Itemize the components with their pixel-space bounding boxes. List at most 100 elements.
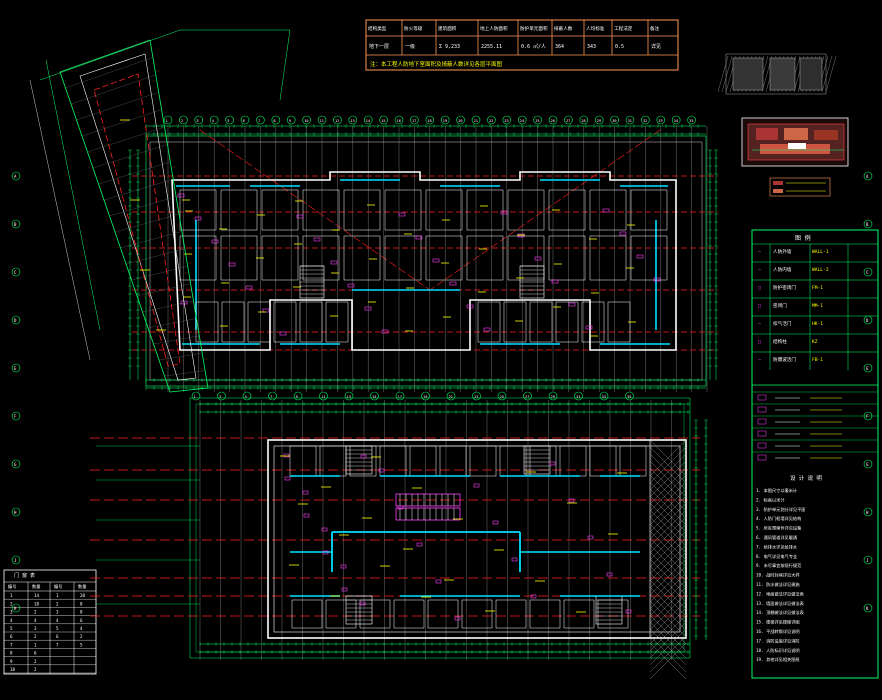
axis-bubble-left (11, 507, 21, 517)
axis-bubble-left (11, 315, 21, 325)
axis-number-top: 33 (658, 119, 662, 123)
legend-code: FB-1 (812, 357, 823, 363)
axis-number-top: 16 (397, 119, 401, 123)
bottom-table-cell: 1 (56, 593, 59, 598)
axis-bubble-top (625, 115, 635, 125)
axis-number-mid: 13 (347, 395, 351, 399)
upper-floor-plan (128, 124, 718, 392)
axis-bubble-top (302, 115, 311, 125)
legend-symbol: — (758, 267, 762, 273)
summary-value-cell: 一级 (405, 43, 415, 50)
axis-number-top: 7 (258, 119, 260, 123)
note-line: 12. 地面做法详见做法表 (756, 590, 805, 597)
note-line: 15. 楼梯详见楼梯详图 (756, 619, 800, 626)
bottom-table-title: 门 窗 表 (14, 572, 35, 579)
axis-number-top: 31 (628, 119, 632, 123)
axis-number-top: 5 (227, 119, 229, 123)
axis-number-top: 2 (181, 119, 183, 123)
axis-number-mid: 11 (321, 395, 325, 399)
note-line: 9. 未尽事宜按现行规范 (756, 562, 801, 569)
summary-value-cell: 0.5 (615, 44, 624, 50)
summary-table: 结构类型防火等级建筑面积地上人防面积防护单元面积掎蔽人数人均标准工程法定备注 地… (365, 19, 679, 71)
axis-number-top: 26 (551, 119, 555, 123)
legend-symbol: □ (758, 339, 761, 345)
legend-label: 结构柱 (773, 338, 787, 345)
key-plan-hatch (717, 53, 837, 95)
axis-bubble-mid (497, 391, 507, 401)
legend-label: 人防内墙 (773, 266, 792, 273)
tilted-building-plan (29, 29, 291, 393)
note-line: 19. 其他详见相关图纸 (756, 656, 800, 663)
legend-symbol: — (758, 321, 762, 327)
axis-letter-left: F (14, 414, 17, 419)
legend-title: 图 例 (795, 234, 811, 242)
axis-bubble-mid (472, 391, 481, 401)
axis-bubble-top (209, 115, 219, 125)
axis-number-top: 13 (350, 119, 354, 123)
axis-letter-right: G (866, 462, 869, 467)
axis-bubble-mid (523, 391, 532, 401)
notes-title: 设 计 说 明 (790, 474, 822, 482)
note-line: 13. 墙面做法详见做法表 (756, 600, 805, 607)
note-line: 11. 防水做法详见建施 (756, 581, 800, 588)
axis-number-top: 21 (474, 119, 478, 123)
summary-header-cell: 备注 (650, 25, 660, 32)
legend-label: 防爆波活门 (773, 356, 796, 363)
axis-number-top: 28 (581, 119, 585, 123)
axis-number-top: 11 (320, 119, 324, 123)
axis-number-top: 24 (520, 119, 524, 123)
axis-bubble-top (487, 115, 496, 125)
axis-bubble-mid (370, 391, 379, 401)
axis-bubble-mid (344, 391, 354, 401)
axis-bubble-right (863, 555, 873, 565)
summary-header-cell: 地上人防面积 (480, 25, 508, 32)
axis-bubble-top (348, 115, 358, 125)
axis-bubble-left (11, 459, 21, 469)
note-line: 1. 本图尺寸以毫米计 (756, 487, 797, 494)
hatched-wall-strip (649, 439, 687, 680)
legend-label: 密闭门 (773, 302, 787, 309)
axis-number-top: 15 (381, 119, 385, 123)
axis-number-top: 1 (166, 119, 168, 123)
legend-label: 扣气活门 (773, 320, 792, 327)
axis-letter-right: B (866, 222, 869, 227)
axis-letter-left: C (14, 270, 17, 275)
axis-bubble-mid (268, 391, 277, 401)
axis-letter-right: A (866, 174, 869, 179)
axis-bubble-top (594, 115, 604, 125)
bottom-table-header: 编号 (8, 583, 16, 590)
note-line: 14. 顶棚做法详见做法表 (756, 609, 805, 616)
bottom-table-cell: 14 (34, 593, 40, 598)
axis-bubble-top (363, 115, 373, 125)
axis-bubble-mid (446, 391, 456, 401)
axis-number-mid: 27 (525, 395, 529, 399)
bottom-table-header: 编号 (54, 583, 62, 590)
bottom-table-cell: 20 (80, 593, 86, 598)
axis-number-mid: 15 (372, 395, 376, 399)
axis-bubble-left (11, 219, 21, 229)
axis-number-mid: 3 (219, 395, 221, 399)
note-line: 18. 人防标识详见说明 (756, 647, 800, 654)
axis-bubble-top (333, 115, 342, 125)
axis-number-top: 6 (243, 119, 245, 123)
axis-number-top: 3 (196, 119, 198, 123)
summary-header-cell: 工程法定 (614, 25, 633, 32)
axis-letter-left: A (14, 174, 17, 179)
axis-number-mid: 35 (627, 395, 631, 399)
stair (523, 445, 551, 475)
note-line: 5. 所有预埋件详见设备 (756, 525, 802, 532)
axis-bubble-left (11, 555, 21, 565)
axis-letter-left: B (14, 222, 17, 227)
axis-bubble-top (533, 115, 542, 125)
summary-value-cell: 343 (587, 44, 596, 50)
axis-letter-right: E (866, 366, 869, 371)
legend-code: KZ (812, 339, 818, 345)
axis-letter-right: K (866, 606, 869, 611)
legend-code: WALL-2 (812, 267, 829, 273)
bottom-table-cell: 2 (34, 667, 37, 672)
axis-bubble-mid (319, 391, 328, 401)
axis-number-mid: 1 (194, 395, 196, 399)
tilted-outline (59, 39, 209, 393)
axis-number-top: 32 (643, 119, 647, 123)
